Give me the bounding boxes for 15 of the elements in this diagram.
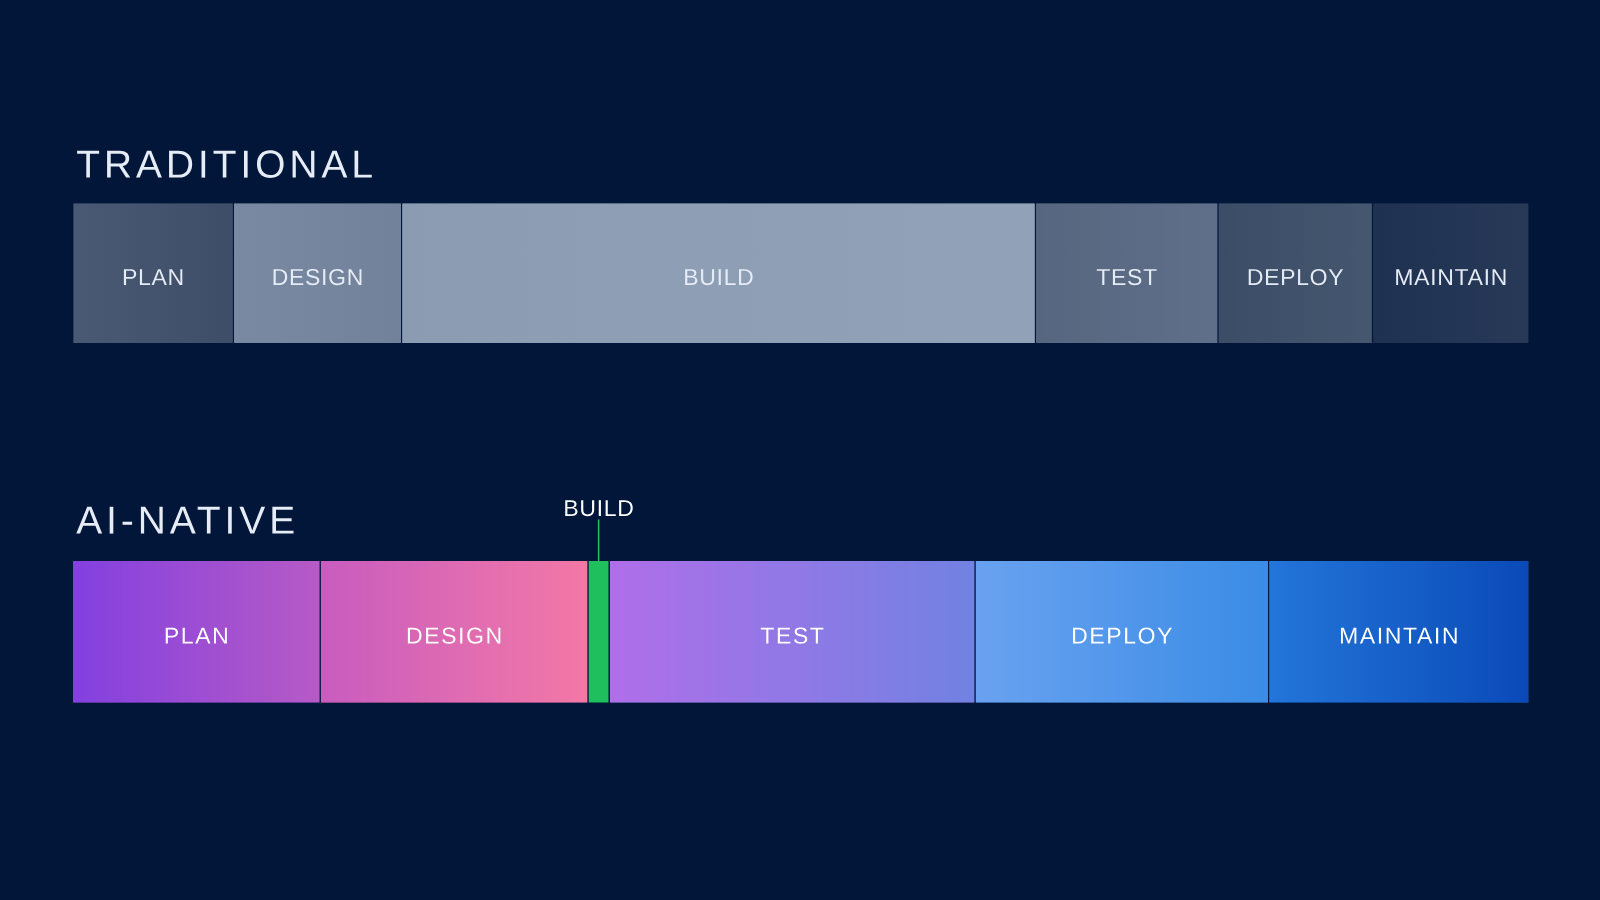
section-heading: TRADITIONAL: [77, 150, 372, 178]
phase-segment: PLAN: [73, 561, 320, 703]
phase-segment: PLAN: [73, 203, 233, 343]
phase-segment: TEST: [609, 561, 975, 703]
phase-segment: DESIGN: [320, 561, 588, 703]
phase-segment: TEST: [1036, 203, 1218, 343]
phase-segment: DEPLOY: [1218, 203, 1372, 343]
phase-segment: DESIGN: [234, 203, 401, 343]
section-heading: AI-NATIVE: [76, 506, 294, 534]
phase-segment: MAINTAIN: [1269, 561, 1529, 703]
leader-line: [597, 518, 600, 562]
phase-segment: DEPLOY: [975, 561, 1268, 703]
narrow-segment: [588, 561, 609, 703]
callout-label: BUILD: [565, 500, 633, 517]
phase-segment: MAINTAIN: [1373, 203, 1529, 343]
